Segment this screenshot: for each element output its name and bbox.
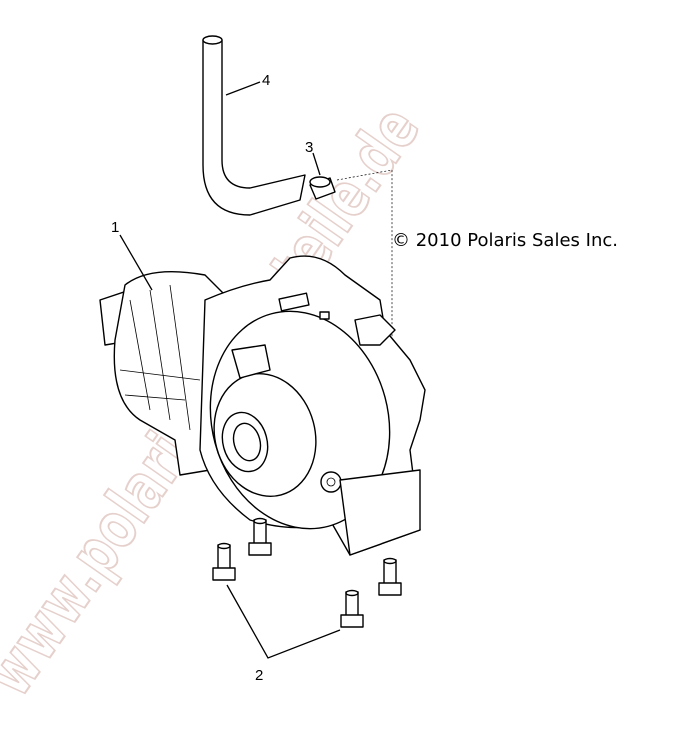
leader-line-3 [312,152,321,176]
bolts [212,517,402,628]
bolt [340,589,364,628]
vent-hose [202,35,306,216]
callout-1: 1 [111,219,119,236]
bolt [378,557,402,596]
leader-line-1 [119,234,153,291]
leader-line-4 [225,81,261,96]
gearcase [99,255,426,556]
callout-4: 4 [262,72,270,89]
callout-3: 3 [305,139,313,156]
callout-2: 2 [255,667,263,684]
clamp [309,176,336,200]
bolt [212,542,236,581]
bolt [248,517,272,556]
leader-line-2 [226,584,341,659]
copyright-text: © 2010 Polaris Sales Inc. [392,230,618,251]
